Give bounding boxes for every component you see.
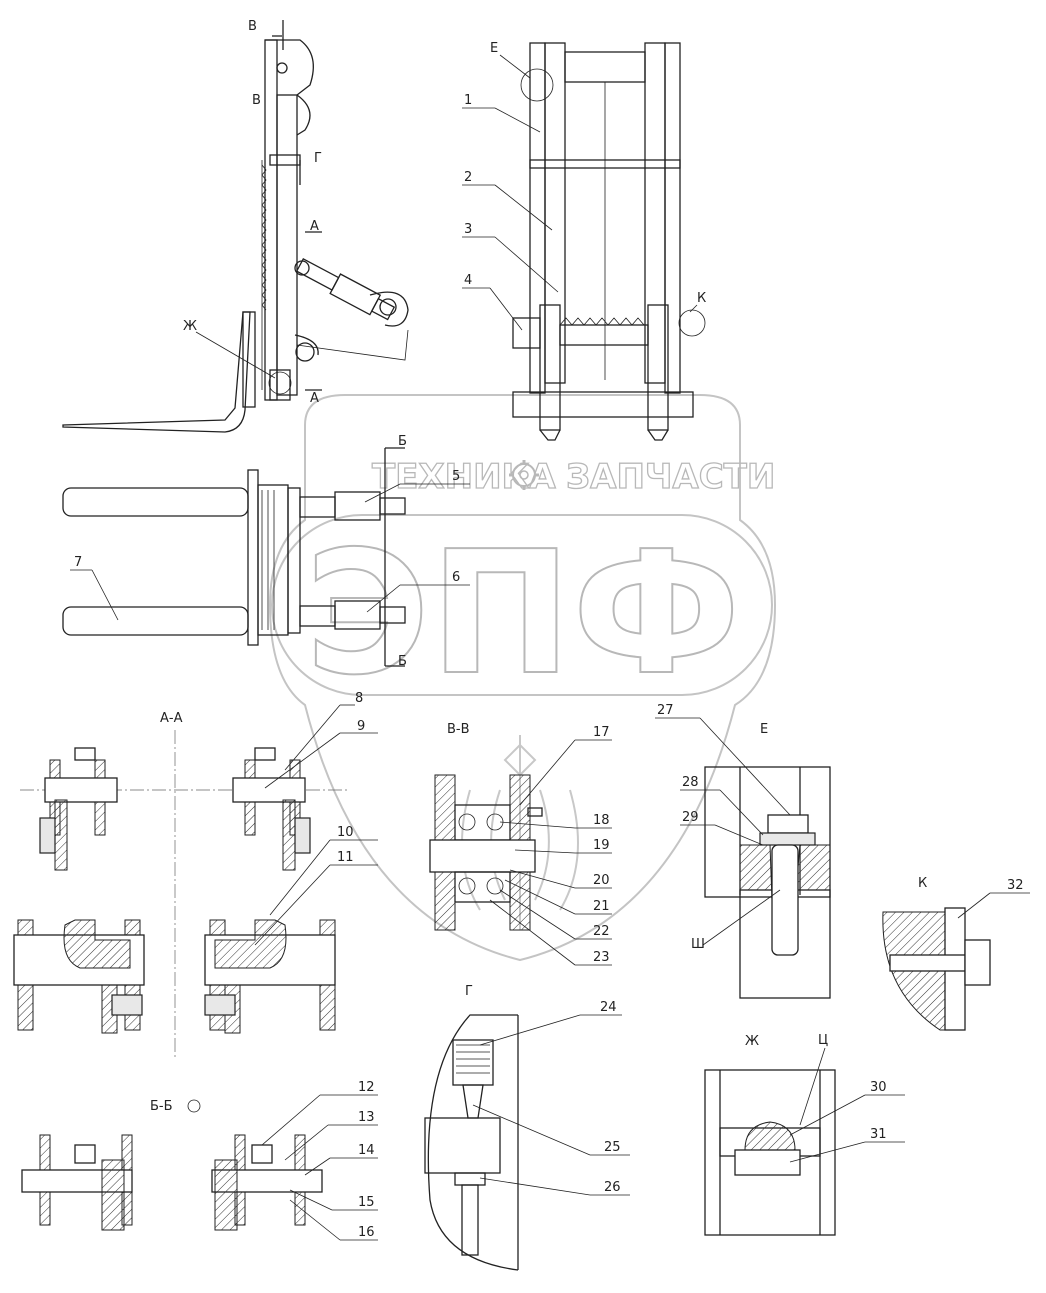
section-mark-a-top: А <box>310 219 319 234</box>
callout-3: 3 <box>464 222 472 237</box>
plan-view: Б Б <box>62 434 407 669</box>
section-mark-a-bottom: А <box>310 391 319 406</box>
view-e: Е Ш <box>691 722 831 999</box>
callout-5: 5 <box>452 469 460 484</box>
section-a-a: А-А <box>13 711 350 1060</box>
section-mark-b-top: Б <box>398 434 407 449</box>
callout-16: 16 <box>358 1225 375 1240</box>
callout-13: 13 <box>358 1110 375 1125</box>
callout-4: 4 <box>464 273 472 288</box>
view-title-bb: Б-Б <box>150 1099 173 1114</box>
mark-sh: Ш <box>691 937 705 952</box>
callout-29: 29 <box>682 810 699 825</box>
detail-mark-e: Е <box>490 41 498 56</box>
callout-23: 23 <box>593 950 610 965</box>
callout-9: 9 <box>357 719 365 734</box>
view-title-g: Г <box>465 984 473 999</box>
callout-30: 30 <box>870 1080 887 1095</box>
watermark-shield-shape <box>268 394 777 962</box>
callout-19: 19 <box>593 838 610 853</box>
callout-25: 25 <box>604 1140 621 1155</box>
view-k: К <box>882 876 991 1031</box>
callout-14: 14 <box>358 1143 375 1158</box>
mark-ts: Ц <box>818 1033 828 1048</box>
callout-31: 31 <box>870 1127 887 1142</box>
callout-22: 22 <box>593 924 610 939</box>
callout-24: 24 <box>600 1000 617 1015</box>
callout-32: 32 <box>1007 878 1024 893</box>
callout-27: 27 <box>657 703 674 718</box>
view-title-k: К <box>918 876 927 891</box>
section-mark-v-bottom: В <box>252 93 261 108</box>
callout-1: 1 <box>464 93 472 108</box>
view-title-vv: В-В <box>447 722 470 737</box>
callout-10: 10 <box>337 825 354 840</box>
section-mark-g: Г <box>314 151 322 166</box>
callout-21: 21 <box>593 899 610 914</box>
side-view: В В Г А А Ж <box>62 19 409 433</box>
view-g: Г <box>424 984 519 1271</box>
front-view: Е К <box>490 41 706 441</box>
callout-2: 2 <box>464 170 472 185</box>
watermark-big-letters: ЭПФ <box>305 515 741 713</box>
detail-mark-zh: Ж <box>183 319 197 334</box>
callout-12: 12 <box>358 1080 375 1095</box>
view-title-aa: А-А <box>160 711 183 726</box>
callout-20: 20 <box>593 873 610 888</box>
callout-26: 26 <box>604 1180 621 1195</box>
callout-18: 18 <box>593 813 610 828</box>
view-title-e: Е <box>760 722 768 737</box>
section-mark-v-top: В <box>248 19 257 34</box>
watermark-oval <box>271 514 773 696</box>
watermark: ТЕХНИКА ЗАПЧАСТИ ЭПФ <box>268 394 777 962</box>
callout-8: 8 <box>355 691 363 706</box>
callout-11: 11 <box>337 850 354 865</box>
detail-mark-k: К <box>697 291 706 306</box>
watermark-right-word: ЗАПЧАСТИ <box>566 457 775 497</box>
callout-7: 7 <box>74 555 82 570</box>
view-zh: Ж Ц <box>704 1033 836 1236</box>
callout-17: 17 <box>593 725 610 740</box>
callout-28: 28 <box>682 775 699 790</box>
callouts: 1 2 3 4 5 6 7 8 9 10 11 12 13 <box>70 93 1030 1241</box>
gear-icon <box>509 460 539 490</box>
view-title-zh: Ж <box>745 1034 759 1049</box>
section-v-v: В-В <box>429 722 543 931</box>
watermark-left-word: ТЕХНИКА <box>372 457 556 497</box>
section-b-b: Б-Б <box>21 1099 323 1231</box>
callout-6: 6 <box>452 570 460 585</box>
section-mark-b-bottom: Б <box>398 654 407 669</box>
callout-15: 15 <box>358 1195 375 1210</box>
